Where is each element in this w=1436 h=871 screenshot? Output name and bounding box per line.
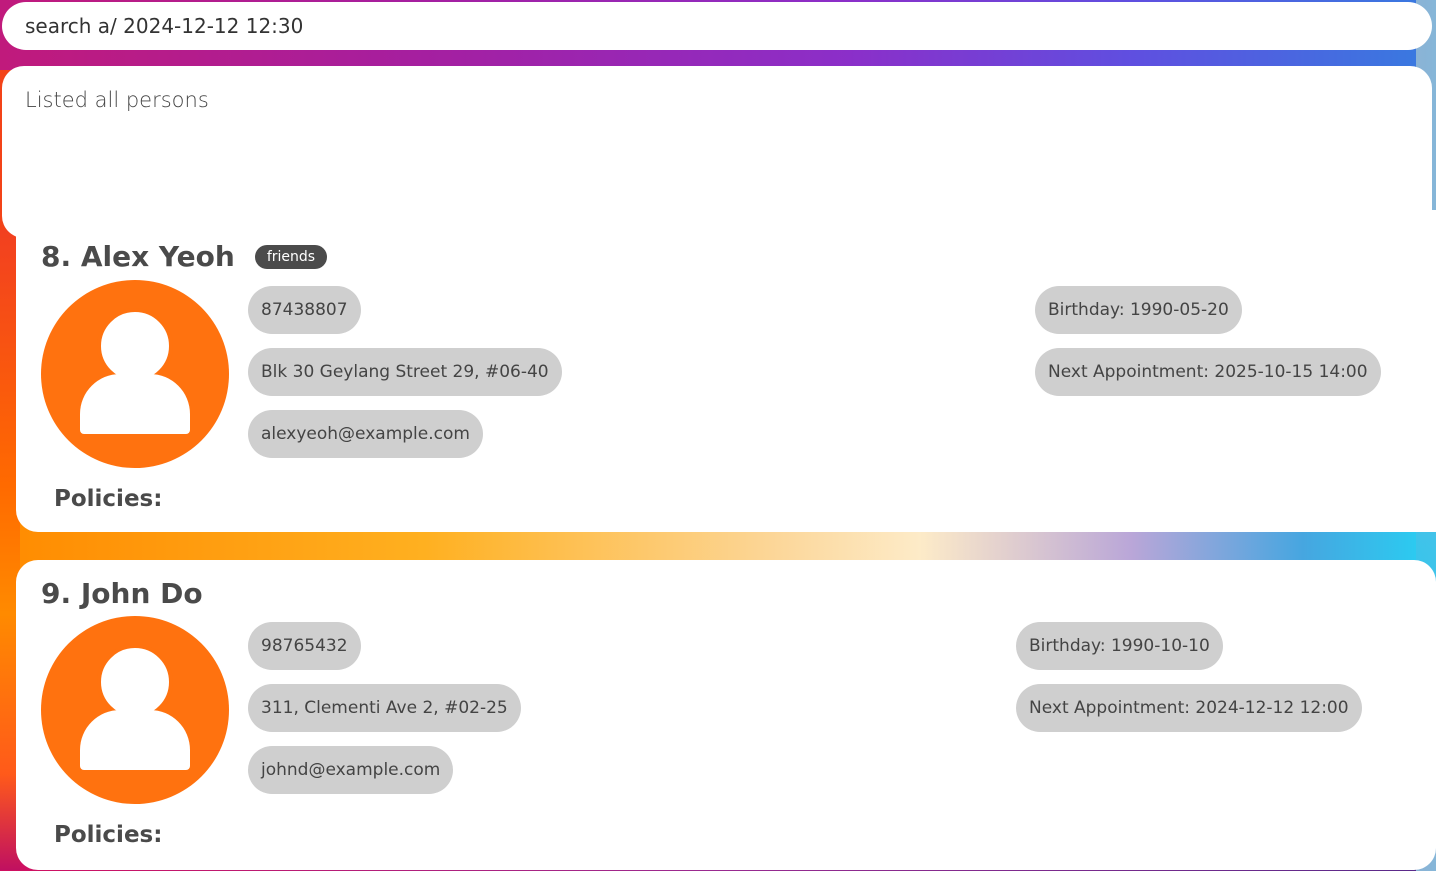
email-pill: alexyeoh@example.com: [248, 410, 483, 458]
phone-pill: 87438807: [248, 286, 361, 334]
tag-badge: friends: [254, 244, 328, 269]
policies-label: Policies:: [54, 486, 163, 512]
background-gradient-left: [0, 230, 20, 870]
person-name: 9. John Do: [41, 577, 203, 610]
person-card[interactable]: 9. John Do 98765432 311, Clementi Ave 2,…: [16, 560, 1436, 870]
person-list[interactable]: 8. Alex Yeoh friends 87438807 Blk 30 Gey…: [16, 210, 1436, 870]
email-pill: johnd@example.com: [248, 746, 454, 794]
address-pill: 311, Clementi Ave 2, #02-25: [248, 684, 521, 732]
phone-pill: 98765432: [248, 622, 361, 670]
address-pill: Blk 30 Geylang Street 29, #06-40: [248, 348, 562, 396]
policies-label: Policies:: [54, 822, 163, 848]
person-avatar-icon: [41, 280, 229, 468]
person-name-row: 9. John Do: [41, 577, 203, 610]
appointment-pill: Next Appointment: 2025-10-15 14:00: [1035, 348, 1381, 396]
command-input[interactable]: [23, 13, 1227, 39]
appointment-pill: Next Appointment: 2024-12-12 12:00: [1016, 684, 1362, 732]
command-box[interactable]: [2, 2, 1432, 50]
result-display: Listed all persons: [2, 66, 1432, 238]
person-name-row: 8. Alex Yeoh friends: [41, 240, 328, 273]
result-message: Listed all persons: [25, 88, 209, 112]
birthday-pill: Birthday: 1990-10-10: [1016, 622, 1223, 670]
birthday-pill: Birthday: 1990-05-20: [1035, 286, 1242, 334]
person-name: 8. Alex Yeoh: [41, 240, 235, 273]
person-avatar-icon: [41, 616, 229, 804]
person-card[interactable]: 8. Alex Yeoh friends 87438807 Blk 30 Gey…: [16, 210, 1436, 532]
